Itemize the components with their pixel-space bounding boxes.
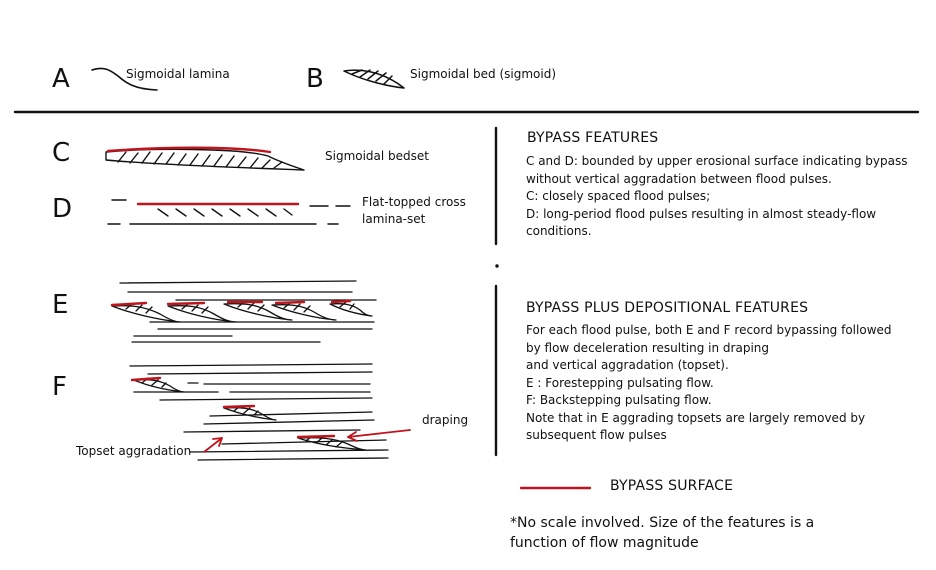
depositional-line: Note that in E aggrading topsets are lar… <box>526 410 892 428</box>
depositional-line: and vertical aggradation (topset). <box>526 357 892 375</box>
label-sigmoidal-bedset: Sigmoidal bedset <box>325 149 429 163</box>
legend-bypass-surface-label: BYPASS SURFACE <box>610 478 733 494</box>
footnote: *No scale involved. Size of the features… <box>510 513 814 553</box>
panel-letter-a: A <box>52 64 70 94</box>
bypass-features-text: C and D: bounded by upper erosional surf… <box>526 153 908 241</box>
divider-dot <box>496 265 498 267</box>
sigmoidal-bedset-sketch <box>106 148 304 170</box>
depositional-features-title: BYPASS PLUS DEPOSITIONAL FEATURES <box>526 300 808 316</box>
bypass-line: conditions. <box>526 223 908 241</box>
forestepping-sketch <box>112 281 376 342</box>
topset-arrow <box>204 438 222 452</box>
depositional-line: For each flood pulse, both E and F recor… <box>526 322 892 340</box>
label-draping: draping <box>422 413 468 427</box>
bypass-surfaces-e <box>112 301 350 305</box>
depositional-line: E : Forestepping pulsating flow. <box>526 375 892 393</box>
label-sigmoidal-bed: Sigmoidal bed (sigmoid) <box>410 67 556 81</box>
label-topset-aggradation: Topset aggradation <box>76 444 191 458</box>
sigmoidal-bed-sketch <box>344 70 404 88</box>
bypass-line: C and D: bounded by upper erosional surf… <box>526 153 908 171</box>
footnote-line-2: function of flow magnitude <box>510 533 814 553</box>
depositional-line: subsequent flow pulses <box>526 427 892 445</box>
depositional-line: by flow deceleration resulting in drapin… <box>526 340 892 358</box>
label-flat-topped-line1: Flat-topped cross <box>362 195 466 209</box>
bypass-line: C: closely spaced flood pulses; <box>526 188 908 206</box>
label-sigmoidal-lamina: Sigmoidal lamina <box>126 67 230 81</box>
panel-letter-f: F <box>52 372 67 402</box>
bypass-features-title: BYPASS FEATURES <box>527 130 658 146</box>
panel-letter-c: C <box>52 138 70 168</box>
panel-letter-b: B <box>306 64 324 94</box>
panel-letter-d: D <box>52 194 72 224</box>
bypass-line: without vertical aggradation between flo… <box>526 171 908 189</box>
panel-letter-e: E <box>52 290 68 320</box>
footnote-line-1: *No scale involved. Size of the features… <box>510 513 814 533</box>
flat-topped-lamina-set-sketch <box>108 200 350 224</box>
depositional-features-text: For each flood pulse, both E and F recor… <box>526 322 892 445</box>
draping-arrow <box>348 430 410 441</box>
label-flat-topped-line2: lamina-set <box>362 212 425 226</box>
depositional-line: F: Backstepping pulsating flow. <box>526 392 892 410</box>
bypass-line: D: long-period flood pulses resulting in… <box>526 206 908 224</box>
